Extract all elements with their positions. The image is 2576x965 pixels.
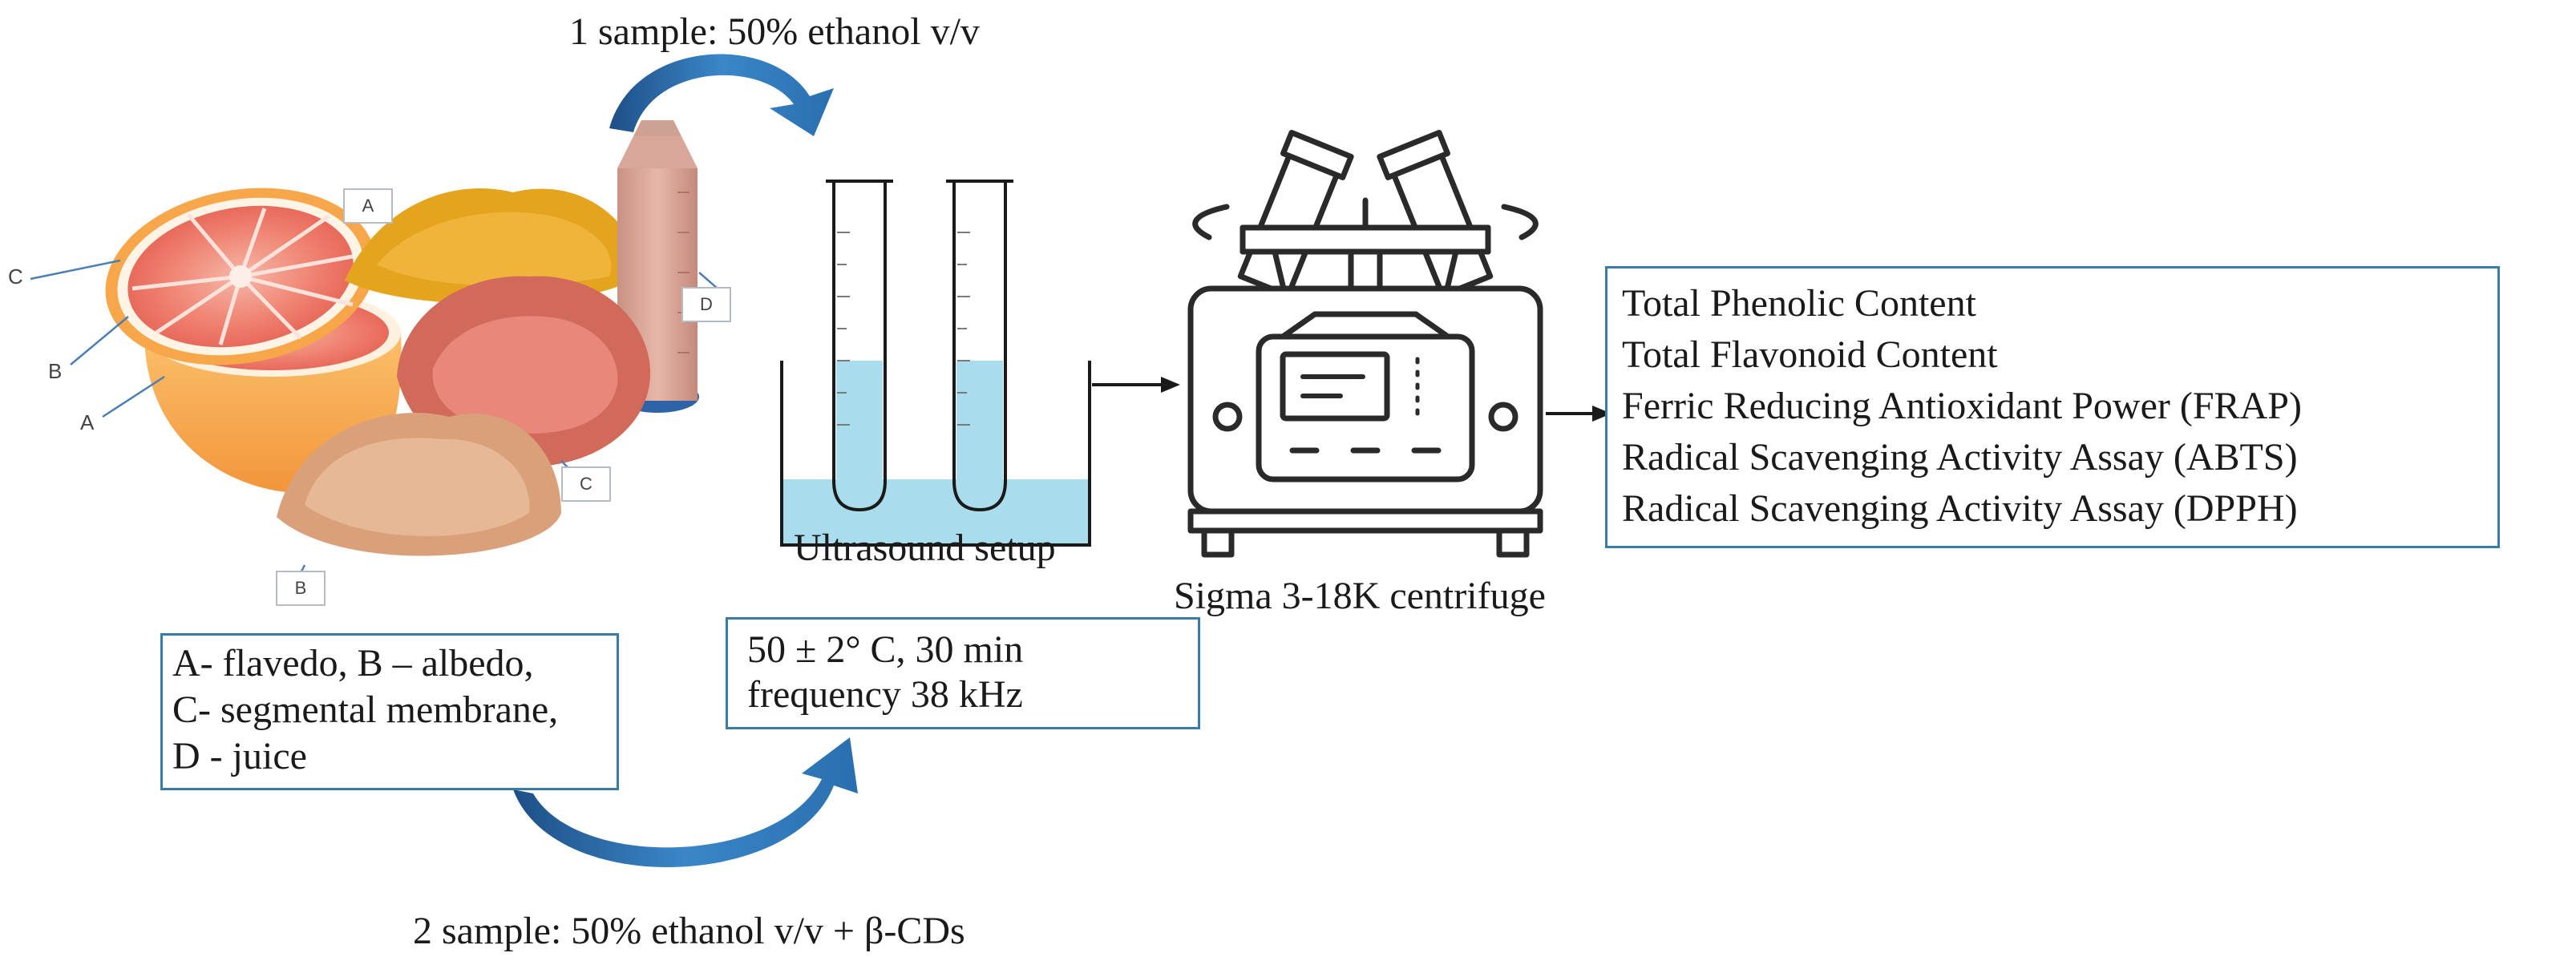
legend-box: A- flavedo, B – albedo, C- segmental mem… [160,633,619,790]
legend-line: A- flavedo, B – albedo, [172,642,534,684]
ultrasound-bath-icon [780,180,1091,547]
pointer-a: A [80,410,95,434]
fruit-pointer-lines [30,259,165,418]
tag-b: B [276,571,326,606]
centrifuge-icon [1187,129,1543,558]
pointer-c: C [8,264,23,289]
tag-c: C [561,466,611,502]
assay-item: Total Phenolic Content [1622,282,1976,325]
test-tube-right [946,180,1013,512]
tag-d: D [681,287,731,322]
conditions-box: 50 ± 2° C, 30 min frequency 38 kHz [726,617,1200,729]
arrow-right-icon [1092,377,1180,393]
ultrasound-label: Ultrasound setup [794,527,1056,569]
bottom-sample-label: 2 sample: 50% ethanol v/v + β-CDs [413,910,965,952]
grapefruit-illustration [105,188,402,494]
assays-box: Total Phenolic Content Total Flavonoid C… [1605,266,2500,548]
legend-line: D - juice [172,735,307,777]
albedo-powder [277,413,561,582]
assay-item: Total Flavonoid Content [1622,333,1998,376]
top-sample-label: 1 sample: 50% ethanol v/v [569,10,980,53]
assay-item: Ferric Reducing Antioxidant Power (FRAP) [1622,385,2302,427]
centrifuge-label: Sigma 3-18K centrifuge [1174,575,1546,617]
conditions-line: 50 ± 2° C, 30 min [747,628,1024,671]
pointer-b: B [48,359,63,383]
arrow-right-icon [1546,406,1612,422]
legend-line: C- segmental membrane, [172,688,559,731]
conditions-line: frequency 38 kHz [747,673,1023,716]
flavedo-powder [345,188,641,305]
assay-item: Radical Scavenging Activity Assay (ABTS) [1622,436,2298,478]
tag-a: A [343,188,393,224]
test-tube-left [826,180,893,512]
top-curved-arrow-icon [609,54,834,136]
bottom-curved-arrow-icon [513,737,858,867]
assay-item: Radical Scavenging Activity Assay (DPPH) [1622,487,2298,530]
